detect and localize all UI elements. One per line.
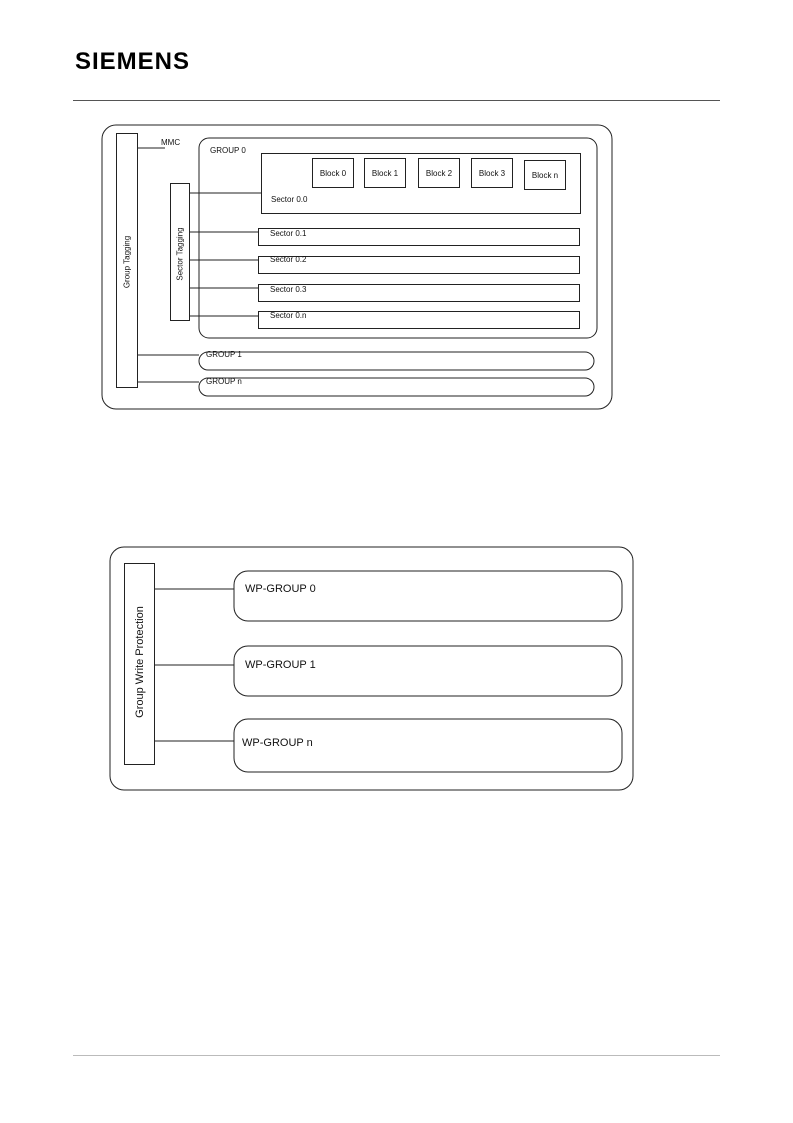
- sector-box: [258, 256, 580, 274]
- sector-box: [258, 284, 580, 302]
- group0-label: GROUP 0: [210, 146, 246, 155]
- wp-group0-label: WP-GROUP 0: [245, 583, 316, 595]
- siemens-logo: SIEMENS: [75, 48, 191, 75]
- sector00-box: [261, 153, 581, 214]
- wp-groupn-frame: [233, 718, 623, 773]
- block-3: Block 3: [471, 158, 513, 188]
- group-write-protection-label: Group Write Protection: [134, 606, 146, 718]
- group-tagging-bar: [116, 133, 138, 388]
- footer-rule: [73, 1055, 720, 1056]
- block-0: Block 0: [312, 158, 354, 188]
- sector00-label: Sector 0.0: [271, 195, 308, 204]
- header-rule: [73, 100, 720, 101]
- group1-label: GROUP 1: [206, 350, 242, 359]
- mmc-frame: [101, 124, 613, 410]
- group1-frame: [198, 351, 595, 371]
- wp-group1-frame: [233, 645, 623, 697]
- wp-group0-frame: [233, 570, 623, 622]
- sector-box: [258, 311, 580, 329]
- sector-box: [258, 228, 580, 246]
- wp-frame: [109, 546, 634, 791]
- sector-label: Sector 0.1: [270, 229, 307, 238]
- mmc-label: MMC: [161, 138, 181, 147]
- wp-groupn-label: WP-GROUP n: [242, 737, 313, 749]
- wp-group1-label: WP-GROUP 1: [245, 659, 316, 671]
- groupn-frame: [198, 377, 595, 397]
- block-n: Block n: [524, 160, 566, 190]
- block-2: Block 2: [418, 158, 460, 188]
- group-write-protection-bar: [124, 563, 155, 765]
- group0-frame: [198, 137, 598, 339]
- block-1: Block 1: [364, 158, 406, 188]
- groupn-label: GROUP n: [206, 377, 242, 386]
- sector-label: Sector 0.2: [270, 255, 307, 264]
- sector-label: Sector 0.n: [270, 311, 307, 320]
- sector-tagging-bar: [170, 183, 190, 321]
- sector-label: Sector 0.3: [270, 285, 307, 294]
